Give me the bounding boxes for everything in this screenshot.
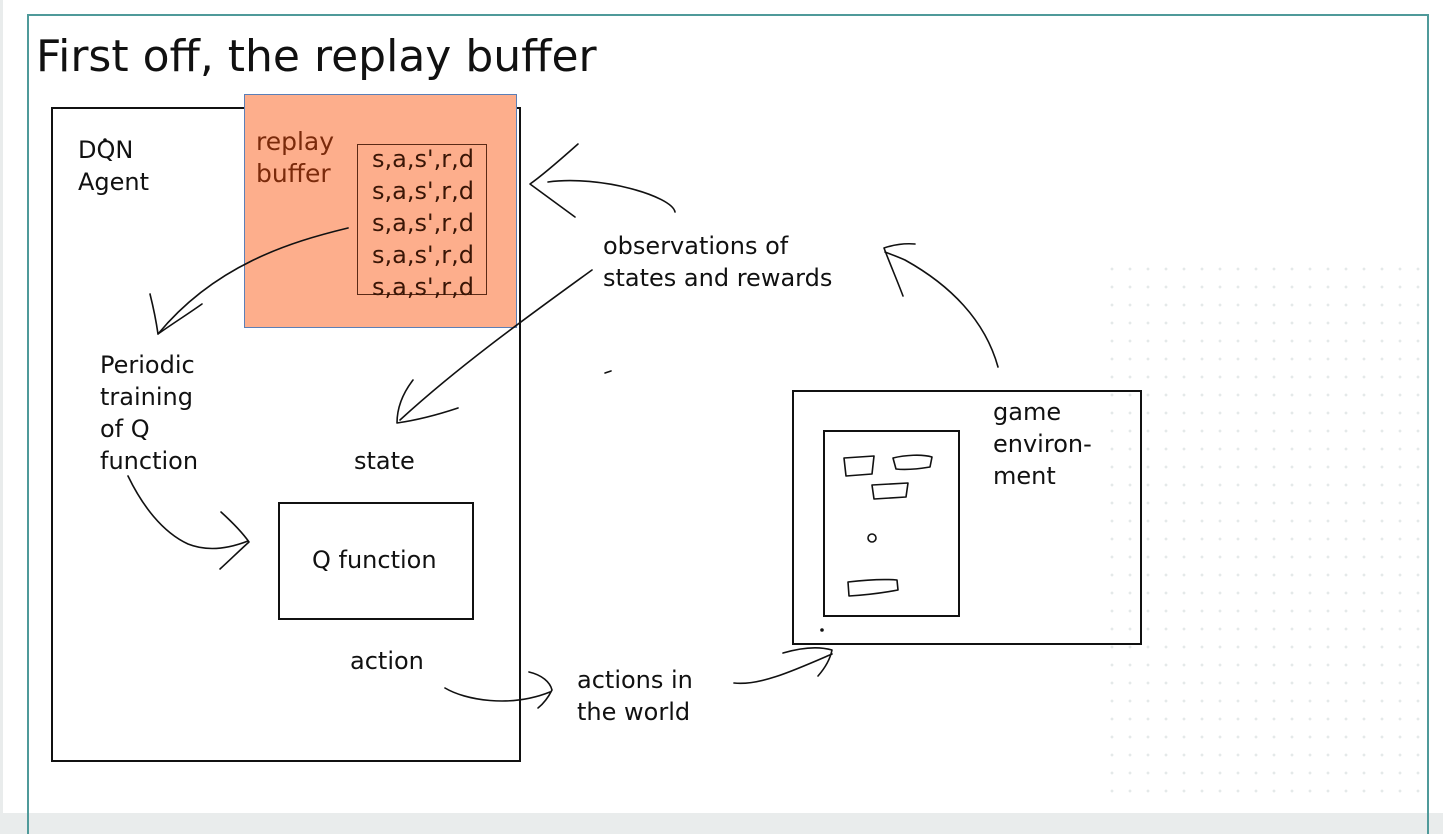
training-label: Periodic training of Q function — [100, 351, 199, 475]
replay-record: s,a,s',r,d — [372, 273, 474, 301]
dqn-agent-label: DQN Agent — [78, 136, 150, 196]
slide — [3, 0, 1443, 834]
arrowhead — [528, 671, 553, 709]
q-function-label: Q function — [312, 546, 437, 574]
arrowhead — [883, 242, 916, 297]
action-label: action — [350, 647, 424, 675]
observations-to-buffer-arrow — [547, 179, 676, 213]
training-to-q-arrow — [127, 475, 249, 550]
arrowhead — [782, 647, 833, 677]
replay-record: s,a,s',r,d — [372, 145, 474, 173]
game-screen-sketch — [823, 430, 960, 617]
game-environment-label: game environ- ment — [993, 398, 1092, 490]
observations-label: observations of states and rewards — [603, 232, 833, 292]
slide-title: First off, the replay buffer — [36, 31, 597, 82]
arrowhead — [529, 143, 579, 218]
state-label: state — [354, 447, 415, 475]
q-function-box — [278, 502, 474, 620]
world-to-environment-arrow — [733, 653, 833, 685]
observations-to-state-arrow — [399, 269, 593, 421]
arrowhead — [149, 293, 203, 335]
arrowhead — [396, 379, 459, 424]
dot-mark — [820, 628, 824, 632]
arrowhead — [219, 511, 250, 570]
brick-sketch — [892, 454, 933, 471]
brick-sketch — [871, 482, 909, 500]
actions-label: actions in the world — [577, 666, 693, 726]
hand-drawn-arrows — [103, 138, 999, 709]
brick-sketch — [843, 455, 875, 477]
dot-pattern-decoration — [1103, 260, 1423, 800]
action-to-world-arrow — [444, 687, 551, 702]
dot-mark — [103, 138, 107, 142]
environment-to-observations-arrow — [884, 251, 999, 368]
game-environment-box — [792, 390, 1142, 645]
replay-record: s,a,s',r,d — [372, 209, 474, 237]
replay-record: s,a,s',r,d — [372, 177, 474, 205]
slide-frame — [27, 14, 1429, 834]
ball-sketch — [867, 533, 877, 543]
replay-records-box: s,a,s',r,d s,a,s',r,d s,a,s',r,d s,a,s',… — [357, 144, 487, 301]
paddle-sketch — [847, 578, 899, 597]
buffer-to-training-arrow — [157, 227, 349, 335]
replay-record: s,a,s',r,d — [372, 241, 474, 269]
replay-buffer-label: replay buffer — [256, 127, 335, 188]
replay-buffer-highlight — [244, 94, 517, 328]
stray-mark — [604, 370, 612, 374]
